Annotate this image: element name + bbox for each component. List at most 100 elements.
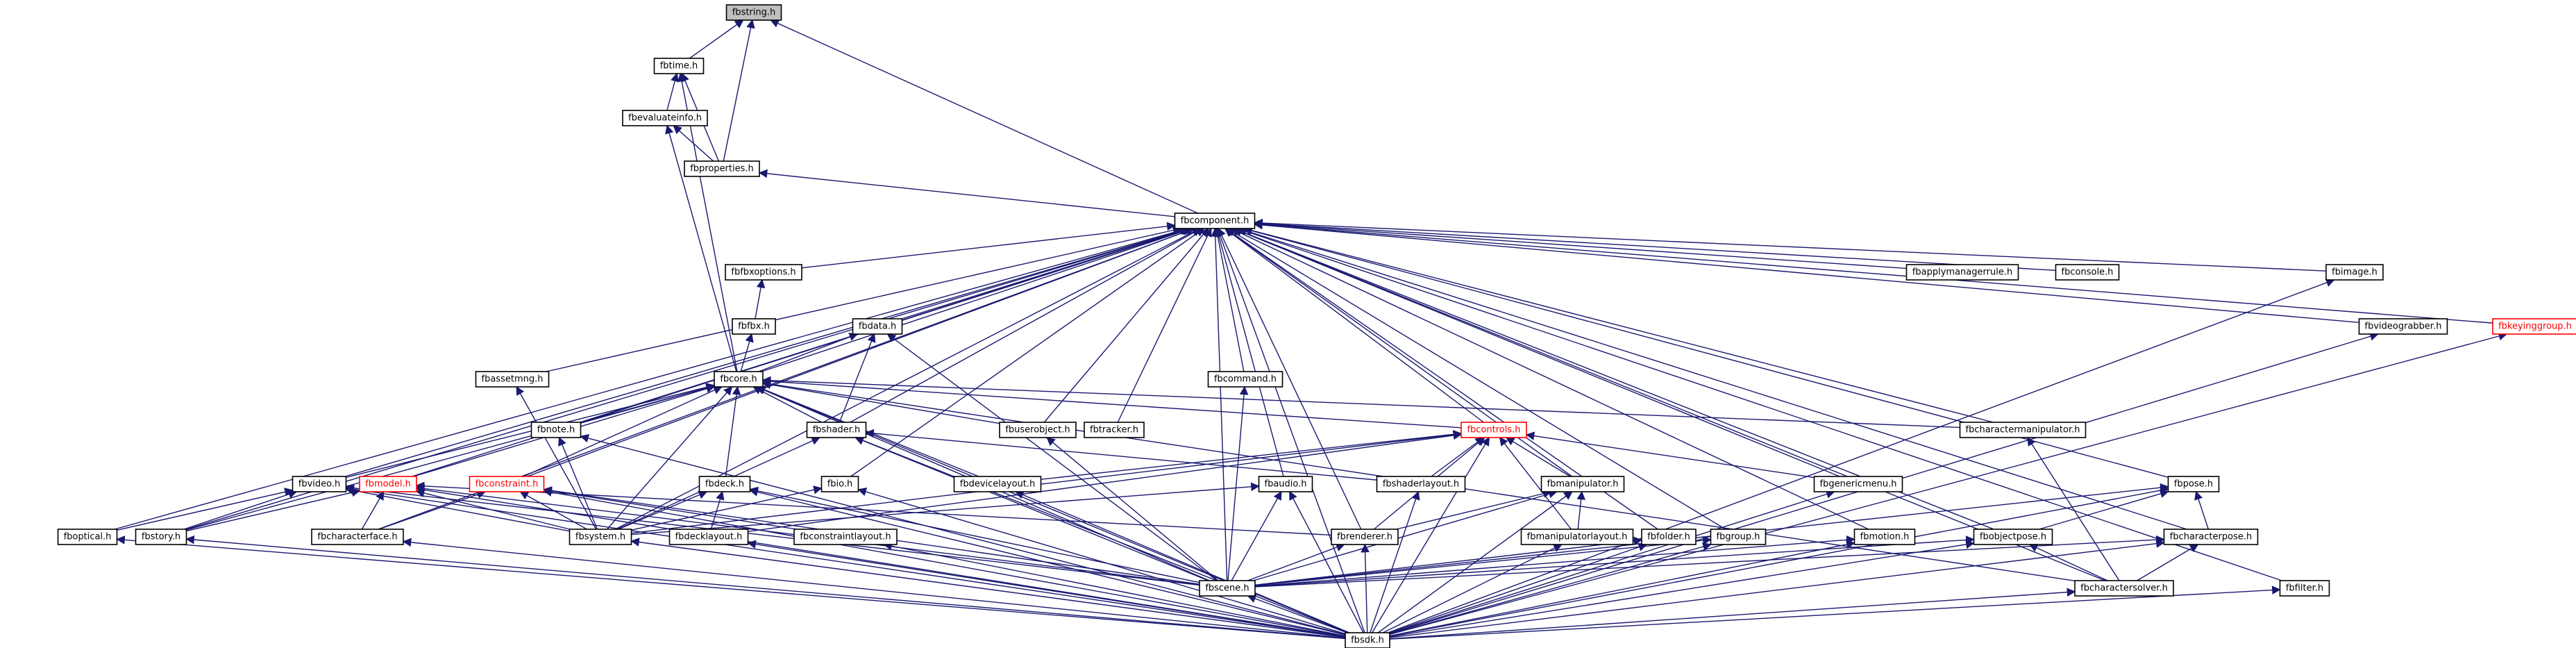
- node-box[interactable]: [1540, 476, 1625, 492]
- node-box[interactable]: [714, 371, 764, 388]
- node-fbvideo[interactable]: fbvideo.h: [292, 476, 347, 492]
- node-fbcontrols[interactable]: fbcontrols.h: [1460, 422, 1527, 438]
- node-fbaudio[interactable]: fbaudio.h: [1258, 476, 1313, 492]
- node-box[interactable]: [653, 58, 705, 74]
- node-fbpose[interactable]: fbpose.h: [2167, 476, 2220, 492]
- node-fbproperties[interactable]: fbproperties.h: [684, 160, 760, 177]
- node-box[interactable]: [806, 422, 867, 438]
- node-fbio[interactable]: fbio.h: [820, 476, 859, 492]
- node-box[interactable]: [1345, 632, 1390, 648]
- node-box[interactable]: [1460, 422, 1527, 438]
- node-fbuserobject[interactable]: fbuserobject.h: [999, 422, 1077, 438]
- node-fbstring[interactable]: fbstring.h: [725, 4, 782, 21]
- node-box[interactable]: [999, 422, 1077, 438]
- node-box[interactable]: [475, 371, 550, 388]
- node-box[interactable]: [469, 476, 545, 492]
- node-fbcharactersolver[interactable]: fbcharactersolver.h: [2074, 580, 2174, 597]
- node-box[interactable]: [1199, 580, 1256, 597]
- node-fbvideograbber[interactable]: fbvideograbber.h: [2358, 318, 2448, 335]
- node-box[interactable]: [1207, 371, 1283, 388]
- node-fbevaluateinfo[interactable]: fbevaluateinfo.h: [622, 110, 708, 126]
- node-fbnote[interactable]: fbnote.h: [530, 422, 582, 438]
- node-fbcharacterface[interactable]: fbcharacterface.h: [311, 529, 404, 545]
- node-box[interactable]: [2074, 580, 2174, 597]
- node-fbfolder[interactable]: fbfolder.h: [1641, 529, 1697, 545]
- node-box[interactable]: [1973, 529, 2053, 545]
- node-fbstory[interactable]: fbstory.h: [135, 529, 187, 545]
- node-fbcommand[interactable]: fbcommand.h: [1207, 371, 1283, 388]
- node-box[interactable]: [359, 476, 417, 492]
- node-box[interactable]: [622, 110, 708, 126]
- node-box[interactable]: [1710, 529, 1767, 545]
- node-fbconsole[interactable]: fbconsole.h: [2055, 264, 2120, 281]
- node-box[interactable]: [2163, 529, 2259, 545]
- node-fbmotion[interactable]: fbmotion.h: [1853, 529, 1916, 545]
- node-box[interactable]: [725, 264, 802, 281]
- node-box[interactable]: [1905, 264, 2019, 281]
- node-fbkeyinggroup[interactable]: fbkeyinggroup.h: [2492, 318, 2576, 335]
- node-fbcore[interactable]: fbcore.h: [714, 371, 764, 388]
- node-box[interactable]: [2358, 318, 2448, 335]
- node-fbobjectpose[interactable]: fbobjectpose.h: [1973, 529, 2053, 545]
- node-box[interactable]: [2492, 318, 2576, 335]
- node-box[interactable]: [1331, 529, 1399, 545]
- node-fbgenericmenu[interactable]: fbgenericmenu.h: [1813, 476, 1903, 492]
- node-box[interactable]: [2325, 264, 2384, 281]
- node-fbdecklayout[interactable]: fbdecklayout.h: [668, 529, 749, 545]
- node-box[interactable]: [668, 529, 749, 545]
- node-fbshader[interactable]: fbshader.h: [806, 422, 867, 438]
- node-fbtime[interactable]: fbtime.h: [653, 58, 705, 74]
- node-box[interactable]: [793, 529, 898, 545]
- node-box[interactable]: [1520, 529, 1634, 545]
- node-fbassetmng[interactable]: fbassetmng.h: [475, 371, 550, 388]
- node-fbrenderer[interactable]: fbrenderer.h: [1331, 529, 1399, 545]
- node-box[interactable]: [1084, 422, 1145, 438]
- node-fbconstraintlayout[interactable]: fbconstraintlayout.h: [793, 529, 898, 545]
- node-box[interactable]: [530, 422, 582, 438]
- node-box[interactable]: [820, 476, 859, 492]
- node-fbgroup[interactable]: fbgroup.h: [1710, 529, 1767, 545]
- node-fbdevicelayout[interactable]: fbdevicelayout.h: [953, 476, 1042, 492]
- node-box[interactable]: [1853, 529, 1916, 545]
- node-box[interactable]: [2167, 476, 2220, 492]
- node-box[interactable]: [1376, 476, 1466, 492]
- node-fbmodel[interactable]: fbmodel.h: [359, 476, 417, 492]
- node-box[interactable]: [2055, 264, 2120, 281]
- node-fbfbx[interactable]: fbfbx.h: [732, 318, 776, 335]
- node-box[interactable]: [725, 4, 782, 21]
- node-box[interactable]: [569, 529, 632, 545]
- node-box[interactable]: [292, 476, 347, 492]
- node-fbscene[interactable]: fbscene.h: [1199, 580, 1256, 597]
- node-box[interactable]: [1641, 529, 1697, 545]
- node-box[interactable]: [732, 318, 776, 335]
- node-box[interactable]: [311, 529, 404, 545]
- node-box[interactable]: [698, 476, 751, 492]
- node-fbconstraint[interactable]: fbconstraint.h: [469, 476, 545, 492]
- node-fbcomponent[interactable]: fbcomponent.h: [1174, 213, 1256, 229]
- node-box[interactable]: [1959, 422, 2087, 438]
- node-fbmanipulator[interactable]: fbmanipulator.h: [1540, 476, 1625, 492]
- node-box[interactable]: [1258, 476, 1313, 492]
- node-box[interactable]: [953, 476, 1042, 492]
- node-fbimage[interactable]: fbimage.h: [2325, 264, 2384, 281]
- node-fboptical[interactable]: fboptical.h: [57, 529, 118, 545]
- node-fbsystem[interactable]: fbsystem.h: [569, 529, 632, 545]
- node-fbcharactermanipulator[interactable]: fbcharactermanipulator.h: [1959, 422, 2087, 438]
- node-fbapplymanagerrule[interactable]: fbapplymanagerrule.h: [1905, 264, 2019, 281]
- node-fbcharacterpose[interactable]: fbcharacterpose.h: [2163, 529, 2259, 545]
- node-box[interactable]: [135, 529, 187, 545]
- node-fbshaderlayout[interactable]: fbshaderlayout.h: [1376, 476, 1466, 492]
- node-box[interactable]: [2279, 580, 2330, 597]
- node-box[interactable]: [684, 160, 760, 177]
- node-fbsdk[interactable]: fbsdk.h: [1345, 632, 1390, 648]
- node-fbmanipulatorlayout[interactable]: fbmanipulatorlayout.h: [1520, 529, 1634, 545]
- node-fbfbxoptions[interactable]: fbfbxoptions.h: [725, 264, 802, 281]
- node-fbdata[interactable]: fbdata.h: [852, 318, 903, 335]
- node-box[interactable]: [1174, 213, 1256, 229]
- node-box[interactable]: [852, 318, 903, 335]
- node-fbfilter[interactable]: fbfilter.h: [2279, 580, 2330, 597]
- node-box[interactable]: [1813, 476, 1903, 492]
- node-fbtracker[interactable]: fbtracker.h: [1084, 422, 1145, 438]
- node-fbdeck[interactable]: fbdeck.h: [698, 476, 751, 492]
- node-box[interactable]: [57, 529, 118, 545]
